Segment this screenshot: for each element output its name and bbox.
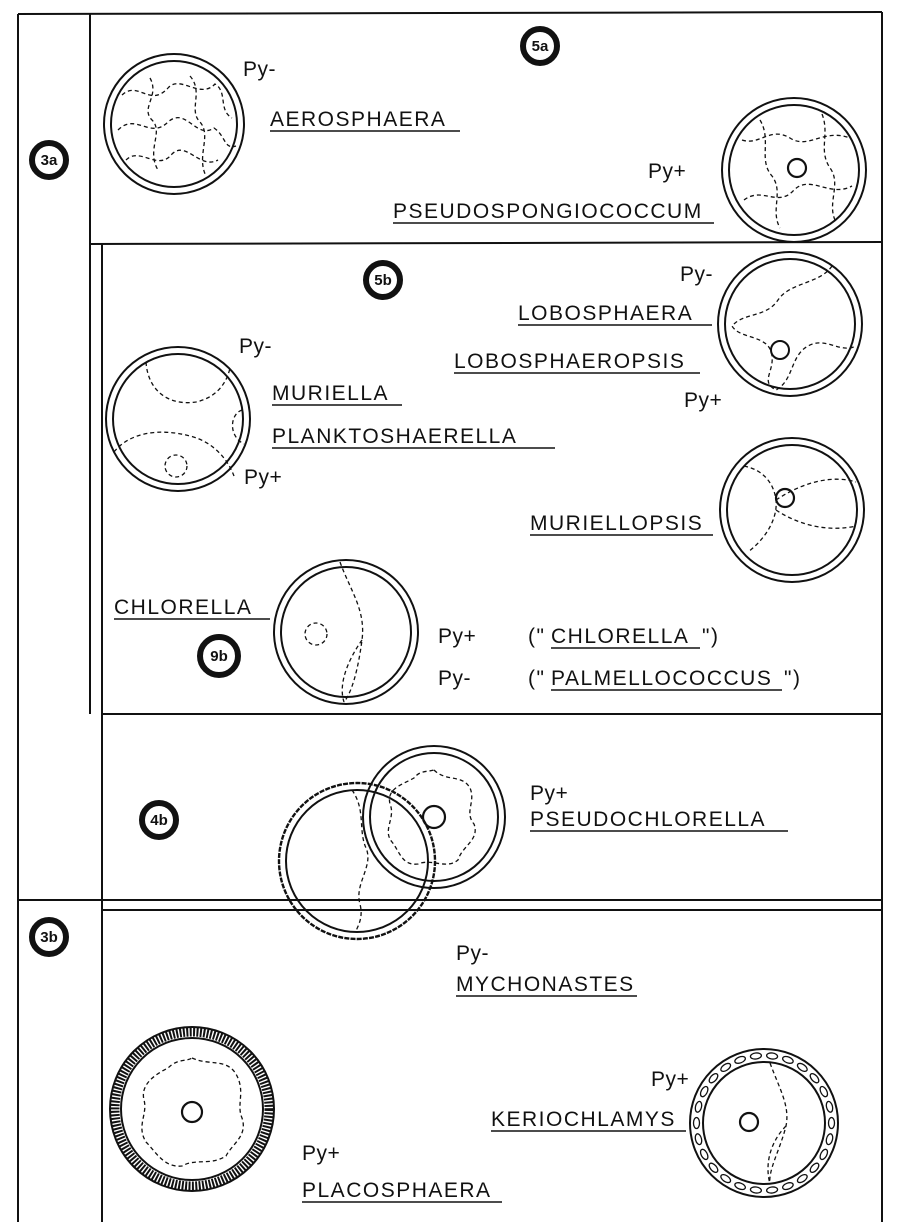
badge-5b: 5b bbox=[366, 263, 400, 297]
svg-text:9b: 9b bbox=[210, 648, 228, 665]
label-py-minus-aerosphaera: Py- bbox=[243, 58, 276, 81]
label-muriellopsis: MURIELLOPSIS bbox=[530, 512, 703, 535]
label-lobosphaera: LOBOSPHAERA bbox=[518, 302, 693, 325]
badge-3b: 3b bbox=[32, 920, 66, 954]
svg-text:3a: 3a bbox=[41, 152, 58, 169]
wall-pit bbox=[766, 1186, 778, 1193]
label-lobosphaeropsis: LOBOSPHAEROPSIS bbox=[454, 350, 685, 373]
wall-pit bbox=[782, 1181, 794, 1191]
cell-pseudospongiococcum bbox=[722, 98, 866, 242]
wall-pit bbox=[825, 1101, 833, 1113]
wall-pit bbox=[734, 1181, 746, 1191]
label-pseudospongiococcum: PSEUDOSPONGIOCOCCUM bbox=[393, 200, 703, 223]
label-py-minus-mychonastes: Py- bbox=[456, 942, 489, 965]
label-py-plus-planktoshaerella: Py+ bbox=[244, 466, 282, 489]
wall-pit bbox=[694, 1133, 702, 1145]
wall-pit bbox=[782, 1055, 794, 1065]
cell-muriella bbox=[106, 347, 250, 491]
svg-text:4b: 4b bbox=[150, 812, 168, 829]
label-py-plus-placosphaera: Py+ bbox=[302, 1142, 340, 1165]
label-palmellococcus-quoted-close: ") bbox=[784, 667, 801, 690]
label-keriochlamys: KERIOCHLAMYS bbox=[491, 1108, 676, 1131]
label-muriella: MURIELLA bbox=[272, 382, 389, 405]
wall-pit bbox=[750, 1186, 762, 1193]
label-py-minus-muriella: Py- bbox=[239, 335, 272, 358]
cell-muriellopsis bbox=[720, 438, 864, 582]
wall-pit bbox=[750, 1052, 762, 1059]
wall-pit bbox=[825, 1133, 833, 1145]
cell-mychonastes bbox=[279, 783, 435, 939]
badge-9b: 9b bbox=[200, 637, 238, 675]
keriochlamys-wall-pits bbox=[694, 1052, 835, 1193]
cell-lobosphaera bbox=[718, 252, 862, 396]
label-chlorella-quoted-close: ") bbox=[702, 625, 719, 648]
label-py-plus-lobosphaeropsis: Py+ bbox=[684, 389, 722, 412]
svg-text:5b: 5b bbox=[374, 272, 392, 289]
cell-aerosphaera bbox=[104, 54, 244, 194]
label-py-plus-chlorella: Py+ bbox=[438, 625, 476, 648]
wall-pit bbox=[819, 1085, 829, 1098]
badge-4b: 4b bbox=[142, 803, 176, 837]
label-palmellococcus-quoted: PALMELLOCOCCUS bbox=[551, 667, 772, 690]
label-py-plus-keriochlamys: Py+ bbox=[651, 1068, 689, 1091]
badge-3a: 3a bbox=[32, 143, 66, 177]
wall-pit bbox=[694, 1101, 702, 1113]
svg-text:5a: 5a bbox=[532, 38, 549, 55]
label-pseudochlorella: PSEUDOCHLORELLA bbox=[530, 808, 766, 831]
cell-chlorella bbox=[274, 560, 418, 704]
badge-5a: 5a bbox=[523, 29, 557, 63]
wall-pit bbox=[734, 1055, 746, 1065]
label-chlorella: CHLORELLA bbox=[114, 596, 252, 619]
label-py-minus-palmellococcus: Py- bbox=[438, 667, 471, 690]
label-placosphaera: PLACOSPHAERA bbox=[302, 1179, 492, 1202]
svg-text:3b: 3b bbox=[40, 929, 58, 946]
label-py-plus-pseudospongiococcum: Py+ bbox=[648, 160, 686, 183]
label-py-minus-lobosphaera: Py- bbox=[680, 263, 713, 286]
cell-keriochlamys bbox=[690, 1049, 838, 1197]
label-planktoshaerella: PLANKTOSHAERELLA bbox=[272, 425, 517, 448]
wall-pit bbox=[699, 1085, 709, 1098]
label-chlorella-quoted-open: (" bbox=[528, 625, 545, 648]
label-mychonastes: MYCHONASTES bbox=[456, 973, 635, 996]
cell-placosphaera bbox=[110, 1027, 274, 1191]
label-py-plus-pseudochlorella: Py+ bbox=[530, 782, 568, 805]
wall-pit bbox=[829, 1118, 835, 1129]
label-palmellococcus-quoted-open: (" bbox=[528, 667, 545, 690]
label-chlorella-quoted: CHLORELLA bbox=[551, 625, 689, 648]
cell-pseudochlorella bbox=[363, 746, 505, 888]
label-aerosphaera: AEROSPHAERA bbox=[270, 108, 446, 131]
wall-pit bbox=[766, 1052, 778, 1059]
wall-pit bbox=[699, 1148, 709, 1161]
wall-pit bbox=[819, 1148, 829, 1161]
wall-pit bbox=[694, 1118, 700, 1129]
